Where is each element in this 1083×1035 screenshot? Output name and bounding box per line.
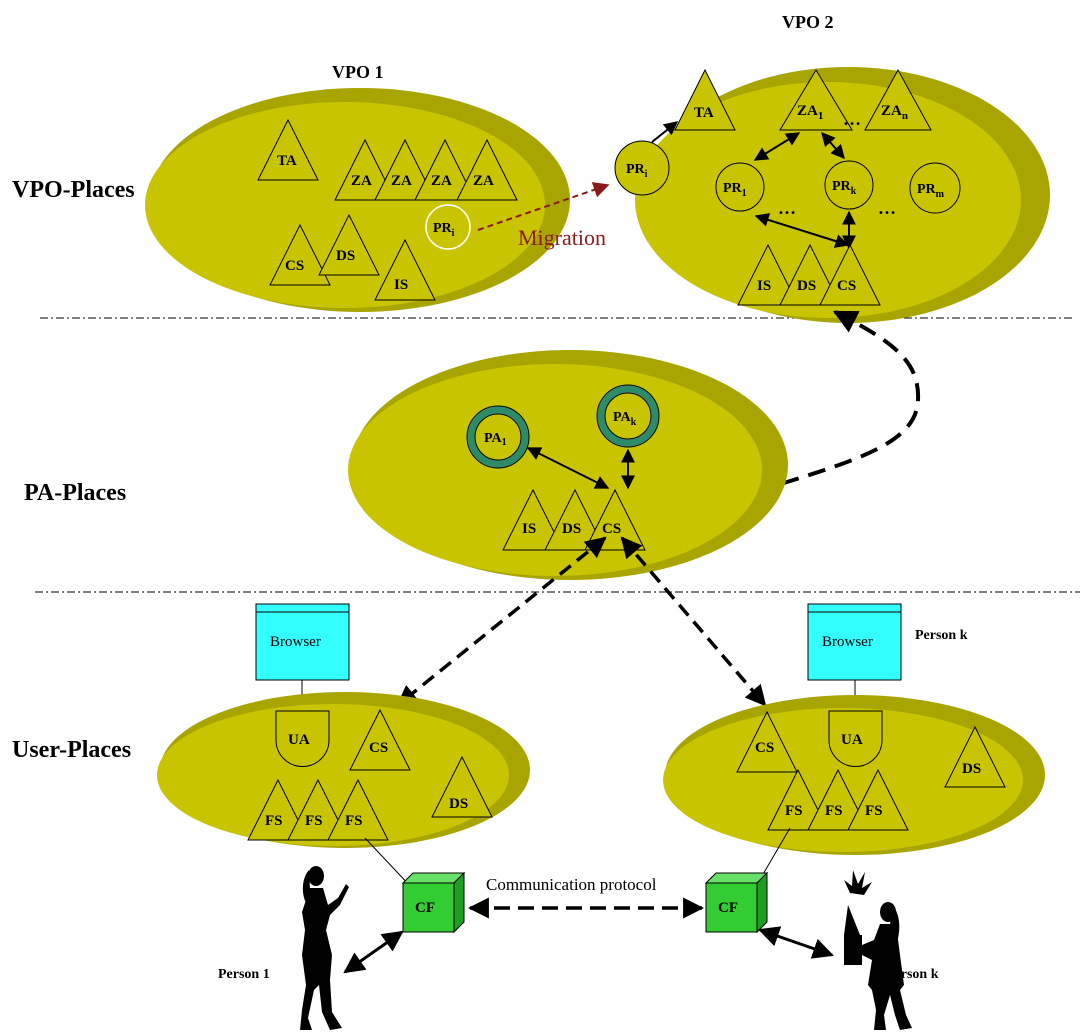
vpo2-title: VPO 2 [782,12,834,32]
svg-text:IS: IS [757,278,771,294]
vpo2-ta-agent: TA [674,68,736,131]
vpo2-zan-agent: ZAn [864,68,932,131]
vpo2-prm-agent: PRm [909,162,961,214]
vpo2-prk-agent: PRk [824,160,874,210]
pa-user-left-connection [396,536,607,707]
svg-text:IS: IS [394,277,408,293]
svg-text:DS: DS [962,761,981,777]
svg-text:DS: DS [449,796,468,812]
vpo1-ds-agent: DS [318,213,380,276]
svg-text:CS: CS [755,740,774,756]
communication-protocol-label: Communication protocol [486,875,657,894]
browser-right-person-label: Person k [915,628,968,643]
personk-silhouette-icon [844,870,912,1030]
row-title-pa-places: PA-Places [24,480,126,506]
svg-text:IS: IS [522,521,536,537]
migration-label: Migration [518,225,606,250]
browser-right: Browser [807,603,902,681]
svg-text:TA: TA [694,105,714,121]
svg-text:ZA1: ZA1 [797,103,823,122]
vpo1-za-agents: ZA ZA ZA ZA [334,138,518,201]
svg-text:ZAn: ZAn [881,103,908,122]
svg-text:CS: CS [837,278,856,294]
pa-user-right-connection [620,536,767,707]
svg-text:DS: DS [336,248,355,264]
svg-text:CS: CS [369,740,388,756]
pr1-cs-arrow [754,213,850,248]
vpo2-za1-agent: ZA1 [779,69,853,131]
za1-prk-arrow [821,131,845,160]
user-left-cs-agent: CS [349,708,411,771]
svg-text:UA: UA [841,732,863,748]
svg-text:FS: FS [265,813,283,829]
svg-text:FS: FS [865,803,883,819]
svg-text:CF: CF [718,900,738,916]
svg-text:DS: DS [562,521,581,537]
user-left-ua-agent: UA [275,710,330,767]
vpo2-pr-ellipsis-2: … [878,198,896,218]
svg-text:ZA: ZA [351,173,372,189]
svg-text:CS: CS [602,521,621,537]
user-right-fs-agents: FS FS FS [767,768,909,831]
svg-text:FS: FS [785,803,803,819]
user-right-cs-agent: CS [736,710,798,773]
vpo1-title: VPO 1 [332,62,384,82]
svg-text:ZA: ZA [391,173,412,189]
za1-pr1-arrow [753,132,801,161]
vpo2-za-ellipsis: … [843,109,861,129]
cf-right-box: CF [704,871,769,934]
svg-text:ZA: ZA [473,173,494,189]
user-left-fs-agents: FS FS FS [247,778,389,841]
personk-label: Person k [886,967,939,982]
pa1-agent: PA1 [466,405,530,469]
svg-text:CF: CF [415,900,435,916]
svg-text:TA: TA [277,153,297,169]
pak-agent: PAk [596,384,660,448]
browser-left: Browser [255,603,350,681]
svg-text:CS: CS [285,258,304,274]
svg-text:FS: FS [305,813,323,829]
cf-left-box: CF [401,871,466,934]
row-title-vpo-places: VPO-Places [12,177,135,203]
vpo1-is-agent: IS [374,238,436,301]
pa-cs-agent: CS [584,488,646,551]
pa1-cs-arrow [526,447,610,489]
vpo1-pr-agent: PRi [425,204,471,250]
svg-text:FS: FS [825,803,843,819]
svg-text:PAk: PAk [613,410,637,428]
person1-cf-arrow [343,930,404,974]
svg-text:DS: DS [797,278,816,294]
svg-text:FS: FS [345,813,363,829]
pri-to-ta-arrow [651,121,679,143]
person1-silhouette-icon [300,866,349,1030]
svg-text:PRm: PRm [917,182,945,200]
vpo2-pr1-agent: PR1 [715,162,765,212]
vpo2-ds-agent: DS [779,243,841,306]
svg-text:Browser: Browser [270,634,321,650]
svg-text:PR1: PR1 [723,181,747,199]
personk-cf-arrow [758,926,834,959]
fs-left-cf-link [364,837,413,889]
svg-text:PRk: PRk [832,179,857,197]
person1-label: Person 1 [218,967,270,982]
vpo2-pri-agent: PRi [614,140,670,196]
svg-text:PA1: PA1 [484,431,507,448]
vpo1-cs-agent: CS [269,223,331,286]
vpo2-cs-agent: CS [819,243,881,306]
user-right-ua-agent: UA [828,710,883,767]
svg-text:Browser: Browser [822,634,873,650]
vpo2-pr-ellipsis-1: … [778,198,796,218]
user-left-ds-agent: DS [431,755,493,818]
migration-arrow [477,182,610,231]
vpo1-ta-agent: TA [257,118,319,181]
svg-text:UA: UA [288,732,310,748]
row-title-user-places: User-Places [12,737,131,763]
svg-text:PRi: PRi [433,221,455,239]
svg-text:ZA: ZA [431,173,452,189]
svg-text:PRi: PRi [626,162,648,180]
user-right-ds-agent: DS [944,725,1006,788]
vpo2-is-agent: IS [737,243,799,306]
